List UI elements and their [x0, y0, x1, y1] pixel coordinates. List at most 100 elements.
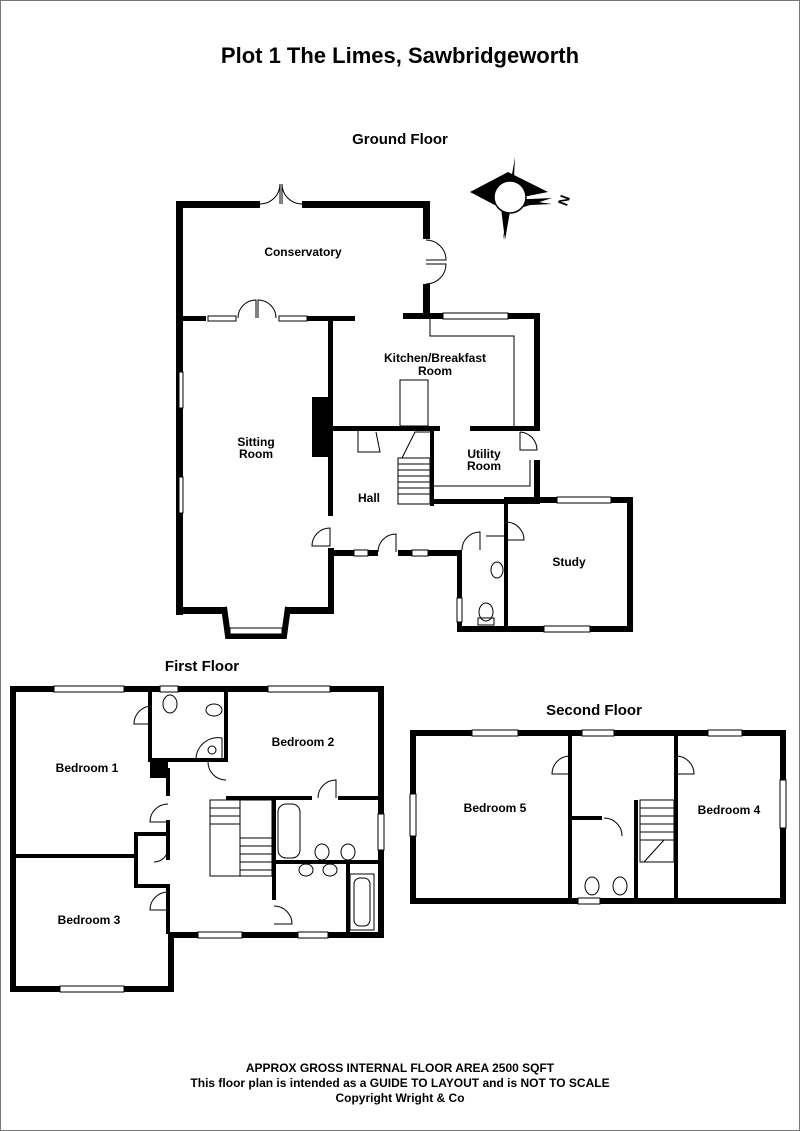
wc-door	[461, 531, 504, 551]
room-label-bedroom2: Bedroom 2	[272, 735, 335, 749]
wall	[534, 460, 540, 500]
room-label-bedroom1: Bedroom 1	[56, 761, 119, 775]
window	[577, 897, 601, 905]
wall	[600, 898, 786, 904]
wall	[272, 800, 276, 900]
wall	[430, 426, 434, 506]
conservatory-side-door	[425, 239, 447, 285]
bedroom5-door	[551, 755, 571, 775]
sitting-door	[311, 527, 331, 547]
window	[707, 729, 743, 737]
utility-door	[519, 431, 538, 451]
bay-window	[221, 606, 291, 639]
wall	[10, 686, 54, 692]
wall	[674, 734, 678, 900]
window	[59, 985, 125, 993]
wall	[410, 730, 472, 736]
room-label-bedroom4: Bedroom 4	[698, 803, 761, 817]
wall	[134, 884, 166, 888]
wall	[168, 932, 198, 938]
wall	[504, 504, 508, 628]
window	[178, 476, 184, 514]
bathroom-door	[317, 779, 337, 799]
wall	[148, 690, 152, 760]
wall	[614, 730, 708, 736]
bedroom3-door	[149, 891, 169, 911]
window	[53, 685, 125, 693]
wall	[378, 850, 384, 938]
wall	[330, 426, 440, 431]
wall	[410, 730, 416, 794]
window	[471, 729, 519, 737]
wall	[378, 686, 384, 814]
bedroom4-door	[675, 755, 695, 775]
wall	[274, 860, 380, 864]
window	[456, 597, 463, 623]
window	[442, 312, 509, 320]
conservatory-double-door	[259, 183, 303, 205]
first-floor: First Floor	[10, 658, 385, 993]
room-label-kitchen-2: Room	[418, 364, 452, 378]
wall	[742, 730, 786, 736]
wc-toilet-icon	[477, 561, 504, 626]
room-label-hall: Hall	[358, 491, 380, 505]
window	[267, 685, 331, 693]
wall	[410, 898, 578, 904]
wall	[168, 932, 174, 992]
wall	[226, 796, 312, 800]
first-floor-label: First Floor	[165, 658, 239, 675]
wall	[368, 550, 378, 556]
wall	[518, 730, 582, 736]
wall	[428, 550, 460, 556]
bathroom-fixtures-icon	[277, 803, 375, 931]
window	[207, 315, 237, 322]
utility-counter	[434, 460, 531, 487]
room-label-bedroom3: Bedroom 3	[58, 913, 121, 927]
room-label-bedroom5: Bedroom 5	[464, 801, 527, 815]
window	[278, 315, 308, 322]
window	[411, 549, 429, 557]
wall	[134, 832, 166, 836]
wall	[534, 313, 540, 431]
wall	[434, 499, 540, 504]
sitting-double-door	[237, 299, 277, 319]
room-label-sitting-2: Room	[239, 447, 273, 461]
wall	[10, 686, 16, 992]
wall	[242, 932, 298, 938]
compass-north-label: N	[554, 193, 572, 208]
footer-copyright: Copyright Wright & Co	[335, 1091, 464, 1105]
room-label-utility-2: Room	[467, 459, 501, 473]
window	[779, 779, 787, 829]
room-label-utility-1: Utility	[467, 447, 501, 461]
wall	[423, 284, 430, 316]
wall	[338, 796, 382, 800]
window	[229, 627, 283, 635]
second-floor: Second Floor	[409, 702, 787, 905]
wall	[166, 768, 170, 796]
second-floor-stairs	[639, 799, 675, 863]
window	[197, 931, 243, 939]
footer-area: APPROX GROSS INTERNAL FLOOR AREA 2500 SQ…	[246, 1061, 555, 1075]
wall	[330, 550, 354, 556]
wall	[457, 550, 462, 630]
second-floor-bathroom-icon	[584, 876, 628, 896]
bedroom2-door	[207, 761, 227, 781]
wall	[302, 201, 430, 208]
window	[543, 625, 591, 633]
wall	[634, 800, 638, 900]
wall	[508, 313, 540, 319]
wall	[780, 730, 786, 780]
window	[353, 549, 369, 557]
kitchen-worktop	[429, 318, 515, 428]
hall-cupboard-door	[357, 431, 381, 453]
second-floor-label: Second Floor	[546, 702, 642, 719]
wall	[627, 497, 633, 632]
chimney-breast	[312, 397, 330, 457]
wall	[423, 201, 430, 239]
wall	[178, 686, 268, 692]
wall	[346, 864, 350, 934]
wall	[570, 816, 602, 820]
wall	[330, 686, 384, 692]
ensuite-door	[133, 705, 153, 725]
